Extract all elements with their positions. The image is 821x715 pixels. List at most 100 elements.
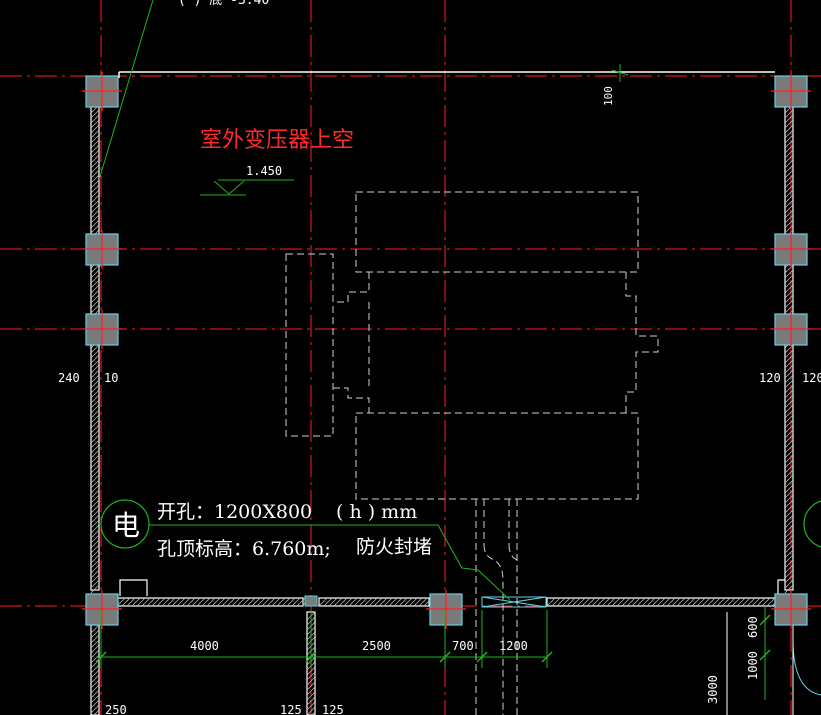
wall-bottom-c-hatch — [721, 597, 731, 607]
wall-right-hatch — [784, 154, 794, 164]
equip-mid-lower-left — [333, 387, 370, 413]
top-partial-text: ( ) 底 -3.40 — [178, 0, 269, 8]
wall-left-hatch — [90, 189, 100, 199]
wall-bottom-c-hatch — [581, 597, 591, 607]
wall-bottom-b-hatch — [398, 597, 408, 607]
wall-left-hatch — [90, 504, 100, 514]
column-8 — [426, 590, 466, 629]
wall-right-hatch — [784, 144, 794, 154]
dim-tick-2 — [439, 651, 451, 663]
wall-right-hatch — [784, 564, 794, 574]
wall-left-hatch — [90, 394, 100, 404]
wall-bottom-a-hatch — [156, 597, 166, 607]
wall-bottom-c-hatch — [596, 597, 606, 607]
wall-left-hatch — [90, 304, 100, 314]
wall-bottom-c-hatch — [756, 597, 766, 607]
wall-lower-left-hatch — [90, 634, 100, 644]
dim-tick-4 — [541, 651, 553, 663]
wall-bottom-c-hatch — [571, 597, 581, 607]
wall-bottom-b-hatch — [318, 597, 328, 607]
wall-bottom-b-hatch — [418, 597, 428, 607]
wall-lower-left-hatch — [90, 704, 100, 714]
wall-left-hatch — [90, 159, 100, 169]
wall-bottom-a-hatch — [181, 597, 191, 607]
wall-left-hatch — [90, 369, 100, 379]
wall-bottom-a-hatch — [126, 597, 136, 607]
equip-bottom-block — [355, 412, 639, 500]
wall-left-hatch — [90, 194, 100, 204]
wall-right-hatch — [784, 549, 794, 559]
wall-right-hatch — [784, 544, 794, 554]
dim-tick-3 — [476, 651, 488, 663]
dim-right-inner: 120 — [759, 371, 781, 385]
wall-right-hatch — [784, 394, 794, 404]
wall-bottom-c-hatch — [646, 597, 656, 607]
wall-bottom-a-outline — [116, 597, 304, 607]
wall-right-hatch — [784, 299, 794, 309]
wall-right-hatch — [784, 399, 794, 409]
column-7 — [771, 590, 811, 629]
bottom-dim-1200: 1200 — [499, 639, 528, 653]
wall-left-hatch — [90, 459, 100, 469]
wall-lower-left-hatch — [90, 664, 100, 674]
dim-right-outer: 120 — [802, 371, 821, 385]
wall-right-hatch — [784, 129, 794, 139]
wall-right-hatch — [784, 449, 794, 459]
wall-right-hatch — [784, 389, 794, 399]
wall-bottom-c-hatch — [556, 597, 566, 607]
wall-bottom-b-hatch — [383, 597, 393, 607]
wall-right-hatch — [784, 494, 794, 504]
wall-right-hatch — [784, 119, 794, 129]
small-box-left — [119, 579, 148, 596]
wall-bottom-a-hatch — [121, 597, 131, 607]
wall-right-hatch — [784, 159, 794, 169]
wall-bottom-a-hatch — [226, 597, 236, 607]
wall-lower-left-hatch — [90, 624, 100, 634]
wall-left-hatch — [90, 564, 100, 574]
wall-lower-left-hatch — [90, 679, 100, 689]
wall-right-hatch — [784, 214, 794, 224]
wall-bottom-b-hatch — [368, 597, 378, 607]
wall-left-hatch — [90, 359, 100, 369]
wall-bottom-c-hatch — [551, 597, 561, 607]
wall-right-hatch — [784, 489, 794, 499]
wall-right-hatch — [784, 524, 794, 534]
wall-left-hatch — [90, 414, 100, 424]
wall-right-hatch — [784, 224, 794, 234]
dim-top-100: 100 — [602, 86, 615, 106]
opening-cross-b — [481, 596, 547, 608]
wall-bottom-a-hatch — [266, 597, 276, 607]
elevation-marker: 1.450 — [200, 164, 294, 196]
wall-right-hatch — [784, 194, 794, 204]
wall-right-hatch — [784, 164, 794, 174]
wall-bottom-c-hatch — [671, 597, 681, 607]
wall-left-hatch — [90, 539, 100, 549]
wall-left-hatch — [90, 349, 100, 359]
wall-bottom-a-hatch — [236, 597, 246, 607]
wall-bottom-a-hatch — [171, 597, 181, 607]
wall-left-hatch — [90, 574, 100, 584]
wall-bottom-b-hatch — [328, 597, 338, 607]
wall-bottom-c — [546, 597, 781, 607]
column-6 — [771, 310, 811, 349]
wall-right-hatch — [784, 274, 794, 284]
wall-right-hatch — [784, 404, 794, 414]
wall-bottom-c-hatch — [651, 597, 661, 607]
wall-right-hatch — [784, 474, 794, 484]
wall-bottom-c-hatch — [701, 597, 711, 607]
wall-lower-mid-hatch — [306, 681, 316, 691]
wall-right-hatch — [784, 294, 794, 304]
wall-right-hatch — [784, 414, 794, 424]
wall-left-hatch — [90, 514, 100, 524]
wall-bottom-a-hatch — [281, 597, 291, 607]
electric-symbol-right — [803, 500, 821, 548]
wall-right-hatch — [784, 149, 794, 159]
lower-label-250: 250 — [105, 703, 127, 715]
wall-lower-left-hatch — [90, 684, 100, 694]
right-dim-600: 600 — [746, 616, 760, 638]
wall-right-hatch — [784, 169, 794, 179]
wall-left-hatch — [90, 154, 100, 164]
wall-left-hatch — [90, 109, 100, 119]
wall-right-hatch — [784, 304, 794, 314]
wall-right-hatch — [784, 219, 794, 229]
